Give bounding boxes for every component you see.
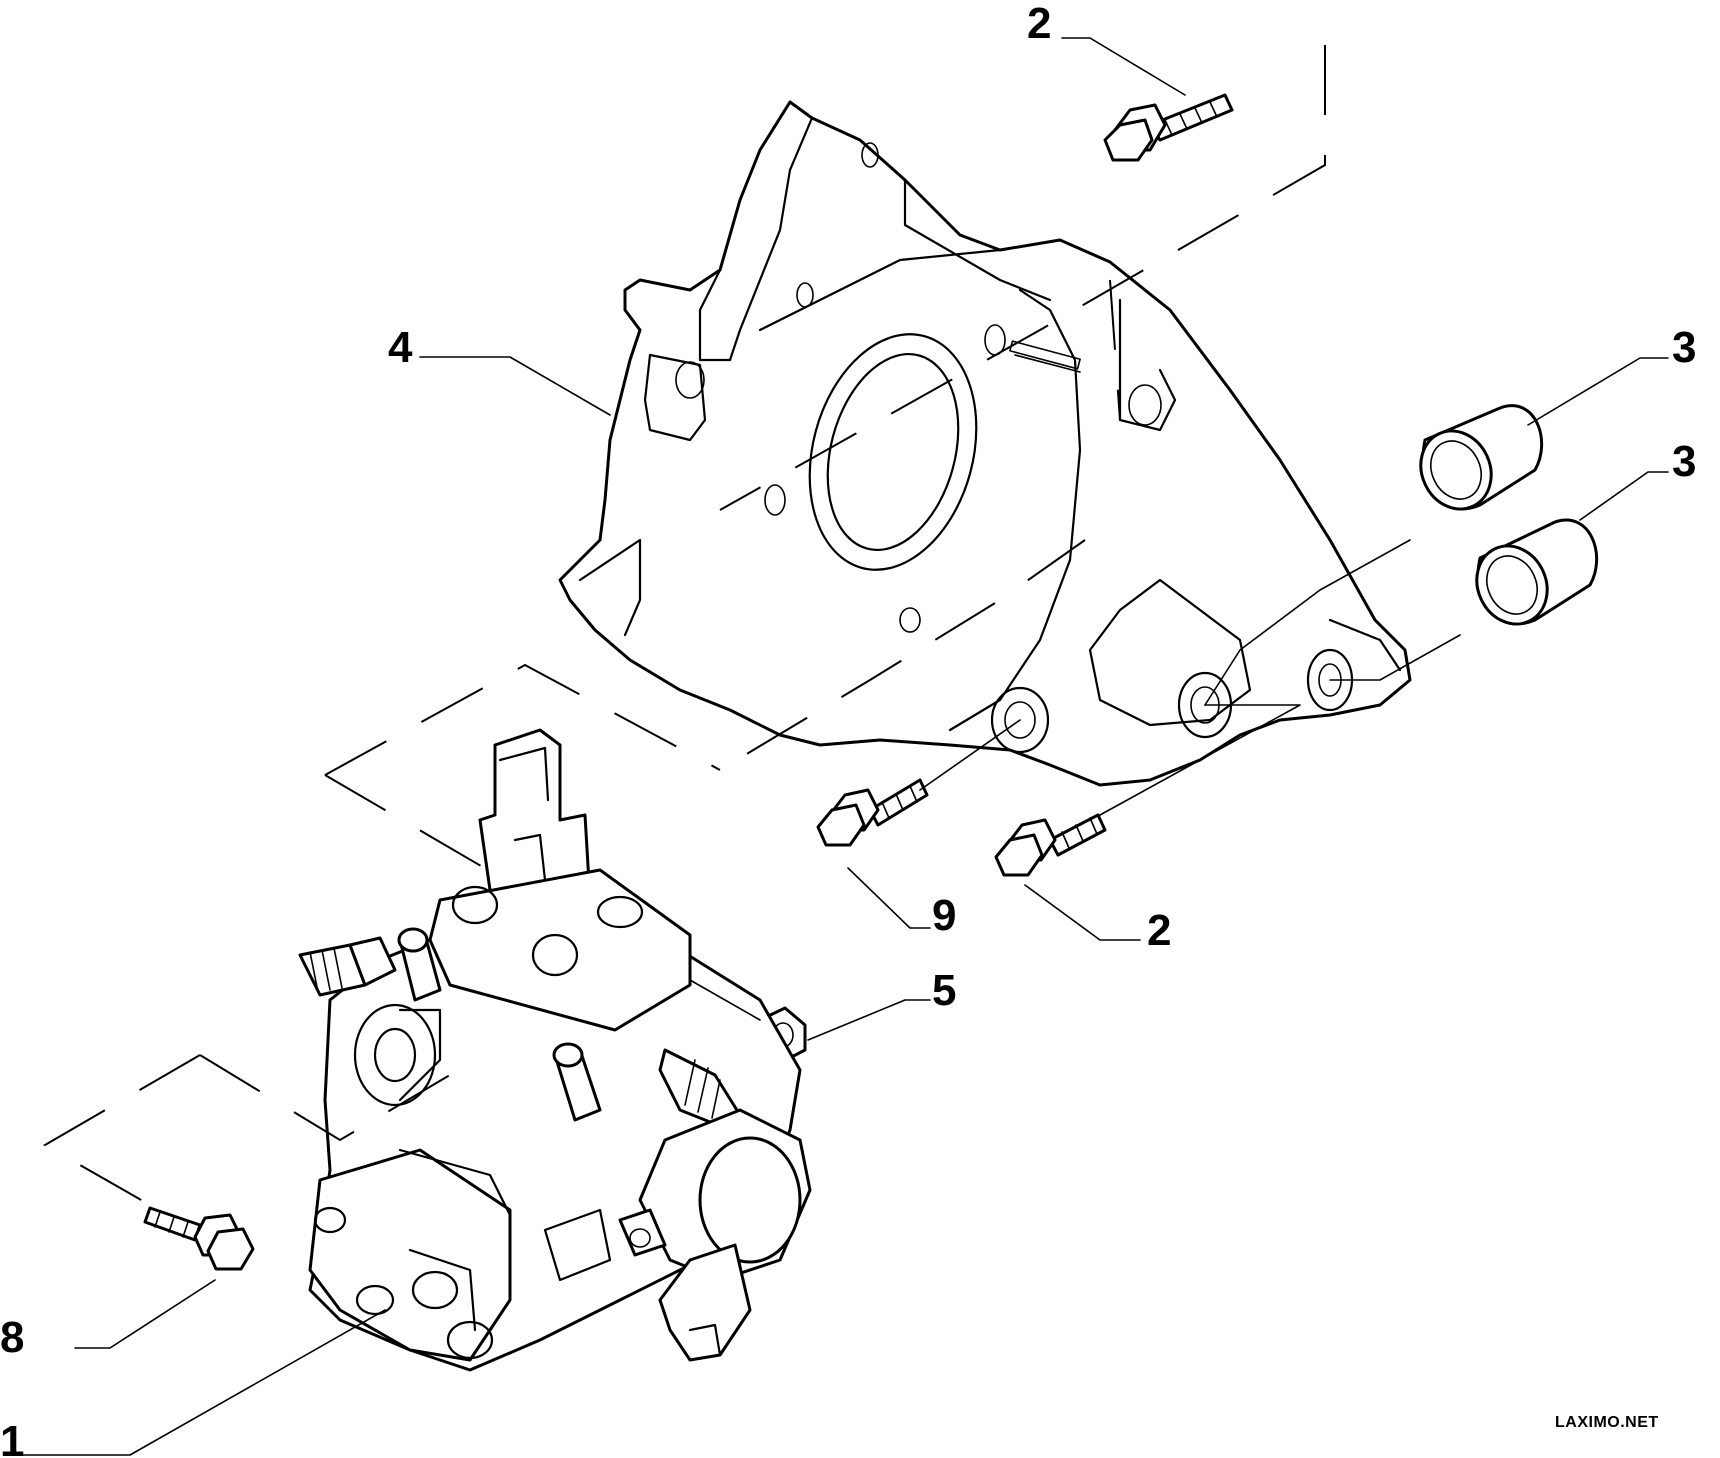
alignment-lines: [42, 45, 1461, 1206]
part-4-bracket[interactable]: [558, 100, 1412, 787]
callout-9: 9: [932, 891, 956, 940]
watermark: LAXIMO.NET: [1555, 1414, 1659, 1431]
callout-4: 4: [388, 323, 413, 372]
callout-3-upper: 3: [1672, 323, 1696, 372]
part-9-bolt[interactable]: [816, 778, 929, 847]
callout-5: 5: [932, 966, 956, 1015]
callout-1: 1: [0, 1417, 24, 1458]
part-8-bolt[interactable]: [143, 1206, 255, 1271]
callout-2: 2: [1147, 906, 1171, 955]
leader-lines: [19, 37, 1669, 1456]
part-2-bolt[interactable]: [994, 813, 1107, 877]
callout-6: 2: [1027, 0, 1051, 48]
part-3-bushing-upper[interactable]: [1408, 404, 1544, 521]
part-6-bolt[interactable]: [1103, 93, 1234, 162]
callout-3-lower: 3: [1672, 437, 1696, 486]
callout-8: 8: [0, 1313, 24, 1362]
part-1-pump[interactable]: [298, 728, 812, 1372]
part-3-bushing-lower[interactable]: [1464, 518, 1599, 636]
